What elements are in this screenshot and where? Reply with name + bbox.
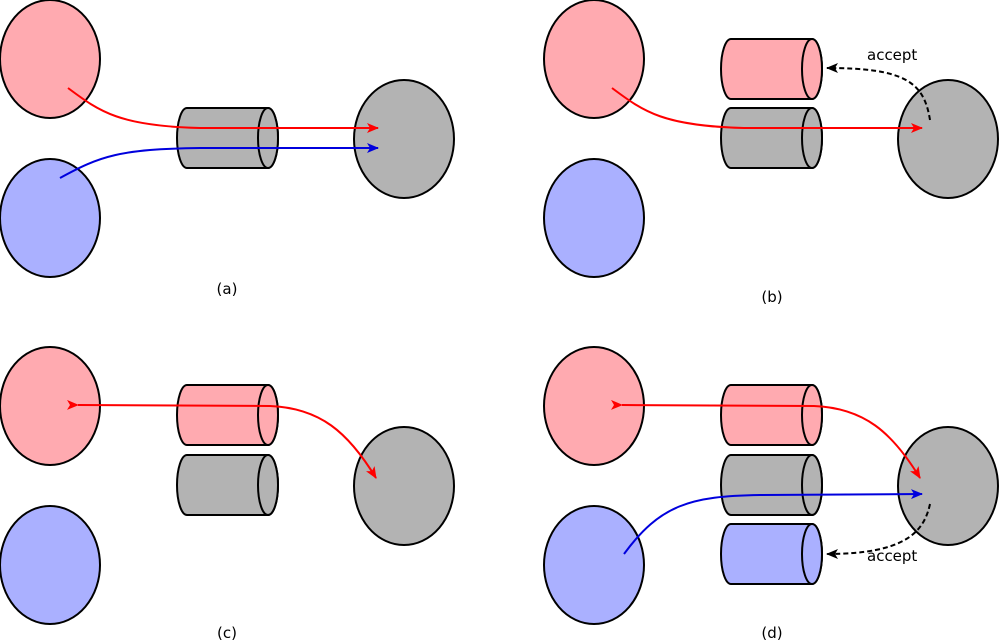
blue-connect-arrow [623,489,923,555]
panel-b: accept (b) [543,0,999,306]
accepted-connection-cylinder-a [720,384,823,446]
red-bidirectional-arrow [66,399,377,479]
panel-caption: (b) [761,288,782,306]
client-a-node [543,0,645,119]
blue-connect-arrow [59,143,379,179]
accepted-connection-cylinder [720,38,823,100]
server-node [353,79,455,199]
red-connect-arrow [611,87,923,133]
listening-connection-cylinder [176,454,279,516]
connection-cylinder [176,107,279,169]
accepted-connection-cylinder [176,384,279,446]
accepted-connection-cylinder-b [720,523,823,585]
listening-connection-cylinder [720,454,823,516]
accept-arrow [826,63,931,121]
panel-caption: (d) [761,624,782,642]
red-bidirectional-arrow [610,399,921,479]
client-b-node [0,505,101,625]
client-a-node [0,0,101,119]
client-b-node [543,158,645,278]
server-node [897,426,999,546]
server-node [353,426,455,546]
panel-caption: (a) [217,280,238,298]
listening-connection-cylinder [720,107,823,169]
client-b-node [543,505,645,625]
panel-caption: (c) [217,624,237,642]
red-connect-arrow [67,87,379,133]
panel-a: (a) [0,0,455,298]
panel-c: (c) [0,346,455,642]
accept-label: accept [867,46,917,64]
accept-label: accept [867,547,917,565]
client-b-node [0,158,101,278]
panel-d: accept (d) [543,346,999,642]
server-node [897,79,999,199]
accept-arrow [826,503,931,559]
